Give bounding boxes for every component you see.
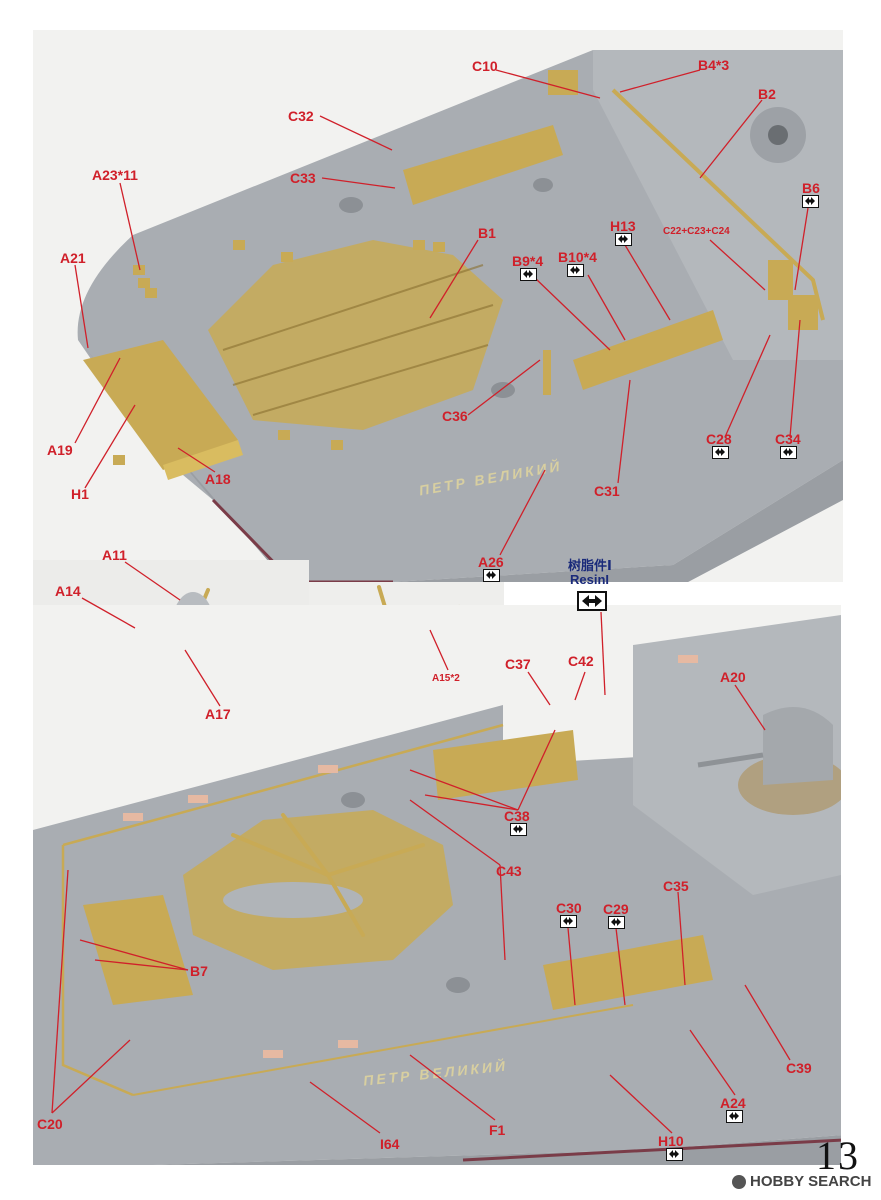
label-c33: C33: [290, 170, 316, 186]
label-c35: C35: [663, 878, 689, 894]
label-c28: C28: [706, 431, 732, 447]
label-a15x2: A15*2: [432, 673, 460, 684]
label-a11: A11: [102, 547, 127, 563]
label-b1: B1: [478, 225, 496, 241]
flip-arrow-icon: [608, 916, 625, 929]
label-c30: C30: [556, 900, 582, 916]
label-h13: H13: [610, 218, 636, 234]
top-deck-illustration: [77, 50, 843, 582]
flip-arrow-icon: [577, 591, 607, 611]
label-c39: C39: [786, 1060, 812, 1076]
flip-arrow-icon: [520, 268, 537, 281]
label-a24: A24: [720, 1095, 746, 1111]
flip-arrow-icon: [666, 1148, 683, 1161]
label-c29: C29: [603, 901, 629, 917]
label-c32: C32: [288, 108, 314, 124]
flip-arrow-icon: [780, 446, 797, 459]
bottom-deck-photo: ПЕТР ВЕЛИКИЙ: [33, 605, 841, 1165]
label-a14: A14: [55, 583, 81, 599]
label-b10x4: B10*4: [558, 249, 597, 265]
label-a21: A21: [60, 250, 86, 266]
flip-arrow-icon: [560, 915, 577, 928]
label-a18: A18: [205, 471, 231, 487]
label-c31: C31: [594, 483, 620, 499]
label-c38: C38: [504, 808, 530, 824]
flip-arrow-icon: [712, 446, 729, 459]
hobby-search-logo-icon: [732, 1175, 746, 1189]
label-i64: I64: [380, 1136, 400, 1152]
resin-label-english: ResinI: [570, 572, 610, 587]
label-f1: F1: [489, 1122, 506, 1138]
flip-arrow-icon: [726, 1110, 743, 1123]
label-h1: H1: [71, 486, 89, 502]
label-b2: B2: [758, 86, 776, 102]
label-c10: C10: [472, 58, 498, 74]
resin-label-chinese: 树脂件I: [568, 559, 612, 574]
label-c36: C36: [442, 408, 468, 424]
label-a19: A19: [47, 442, 73, 458]
label-b9x4: B9*4: [512, 253, 544, 269]
label-h10: H10: [658, 1133, 684, 1149]
label-a17: A17: [205, 706, 231, 722]
label-b4x3: B4*3: [698, 57, 730, 73]
flip-arrow-icon: [615, 233, 632, 246]
label-c34: C34: [775, 431, 801, 447]
bottom-deck-illustration: [33, 615, 841, 1165]
page-number: 13: [816, 1133, 860, 1178]
label-b6: B6: [802, 180, 820, 196]
label-c43: C43: [496, 863, 522, 879]
label-c20: C20: [37, 1116, 63, 1132]
flip-arrow-icon: [802, 195, 819, 208]
label-a23x11: A23*11: [92, 167, 138, 183]
flip-arrow-icon: [483, 569, 500, 582]
label-a26: A26: [478, 554, 504, 570]
label-c22-c23-c24: C22+C23+C24: [663, 226, 730, 237]
label-a20: A20: [720, 669, 746, 685]
top-deck-photo: ПЕТР ВЕЛИКИЙ: [33, 30, 843, 582]
label-c37: C37: [505, 656, 531, 672]
flip-arrow-icon: [510, 823, 527, 836]
flip-arrow-icon: [567, 264, 584, 277]
label-b7: B7: [190, 963, 208, 979]
label-c42: C42: [568, 653, 594, 669]
watermark: HOBBY SEARCH: [750, 1173, 872, 1190]
